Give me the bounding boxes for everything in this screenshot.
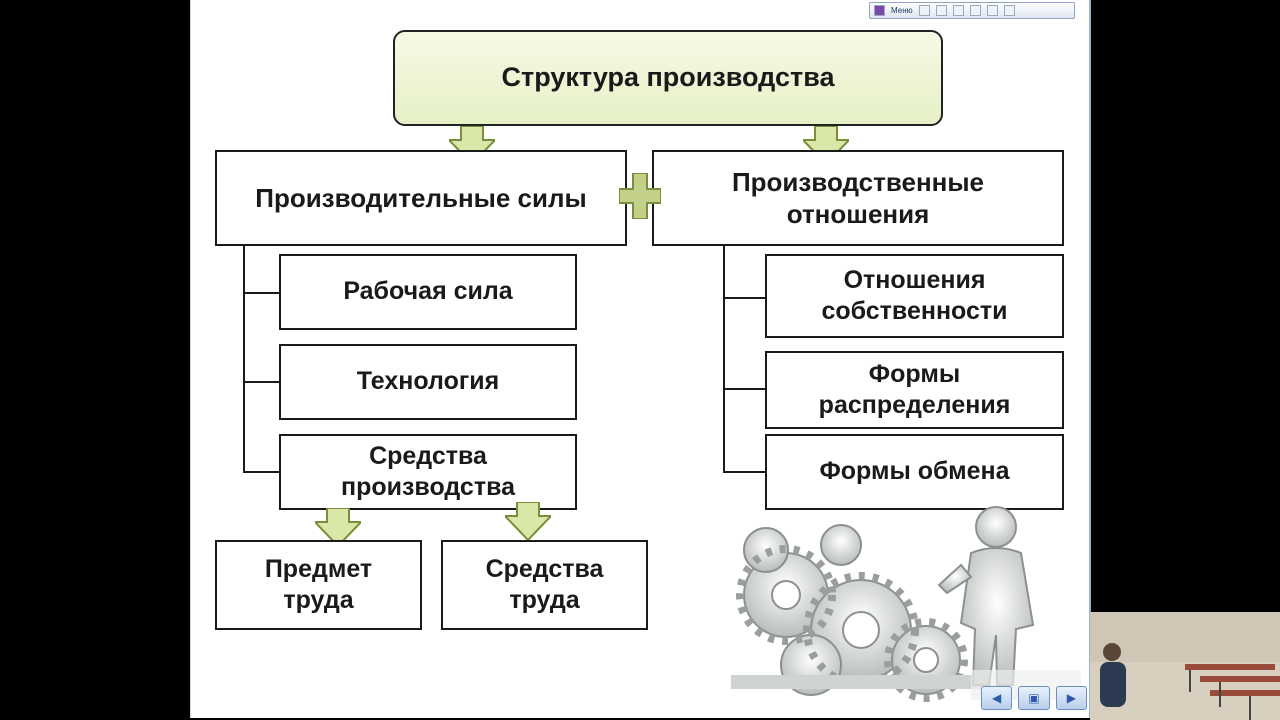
slide-navigation: ◀ ▣ ▶ [981,684,1087,712]
ownership-relations-label-line2: собственности [821,297,1008,325]
next-slide-icon[interactable]: ▶ [1055,686,1087,710]
menu-label[interactable]: Меню [891,6,913,15]
workforce-box: Рабочая сила [279,254,577,330]
ownership-relations-label-line1: Отношения [843,265,986,294]
gears-figure-icon [731,506,1081,702]
exchange-forms-label: Формы обмена [819,457,1010,486]
highlighter-icon[interactable] [969,5,981,16]
productive-forces-label: Производительные силы [255,182,587,213]
productive-forces-box: Производительные силы [215,150,627,246]
distribution-forms-label-line1: Формы [868,359,961,388]
eraser-icon[interactable] [986,5,998,16]
left-tree-branch-line [243,471,279,473]
distribution-forms-label-line2: распределения [818,391,1011,419]
production-relations-box: Производственные отношения [652,150,1064,246]
ownership-relations-box: Отношения собственности [765,254,1064,338]
workforce-label: Рабочая сила [343,277,513,306]
menu-icon[interactable] [874,5,885,16]
pen-icon[interactable] [918,5,930,16]
settings-icon[interactable] [1003,5,1015,16]
arrow-down-icon [315,508,361,546]
diagram-title-box: Структура производства [393,30,943,126]
production-relations-label-line1: Производственные [731,166,985,197]
distribution-forms-box: Формы распределения [765,351,1064,429]
left-tree-branch-line [243,292,279,294]
diagram-title: Структура производства [501,62,835,93]
exchange-forms-box: Формы обмена [765,434,1064,510]
presentation-slide: Структура производства Производительные … [190,0,1091,718]
production-relations-label-line2: отношения [786,199,930,229]
pointer-icon[interactable] [935,5,947,16]
screen-icon[interactable] [952,5,964,16]
right-tree-branch-line [723,471,765,473]
slide-list-icon[interactable]: ▣ [1018,686,1050,710]
technology-box: Технология [279,344,577,420]
webcam-overlay [1090,612,1280,720]
classroom-video-icon [1090,612,1280,720]
means-of-labor-label: Средства труда [485,554,604,614]
right-tree-branch-line [723,388,765,390]
object-of-labor-box: Предмет труда [215,540,422,630]
arrow-down-icon [505,502,551,540]
right-tree-vertical-line [723,246,725,473]
means-of-labor-box: Средства труда [441,540,648,630]
left-tree-vertical-line [243,246,245,473]
right-tree-branch-line [723,297,765,299]
means-of-production-box: Средства производства [279,434,577,510]
slideshow-toolbar: Меню [869,2,1075,19]
technology-label: Технология [356,367,500,396]
object-of-labor-label: Предмет труда [264,554,373,614]
previous-slide-icon[interactable]: ◀ [981,686,1013,710]
left-tree-branch-line [243,381,279,383]
plus-icon [619,173,661,219]
means-of-production-label: Средства производства [340,441,516,501]
